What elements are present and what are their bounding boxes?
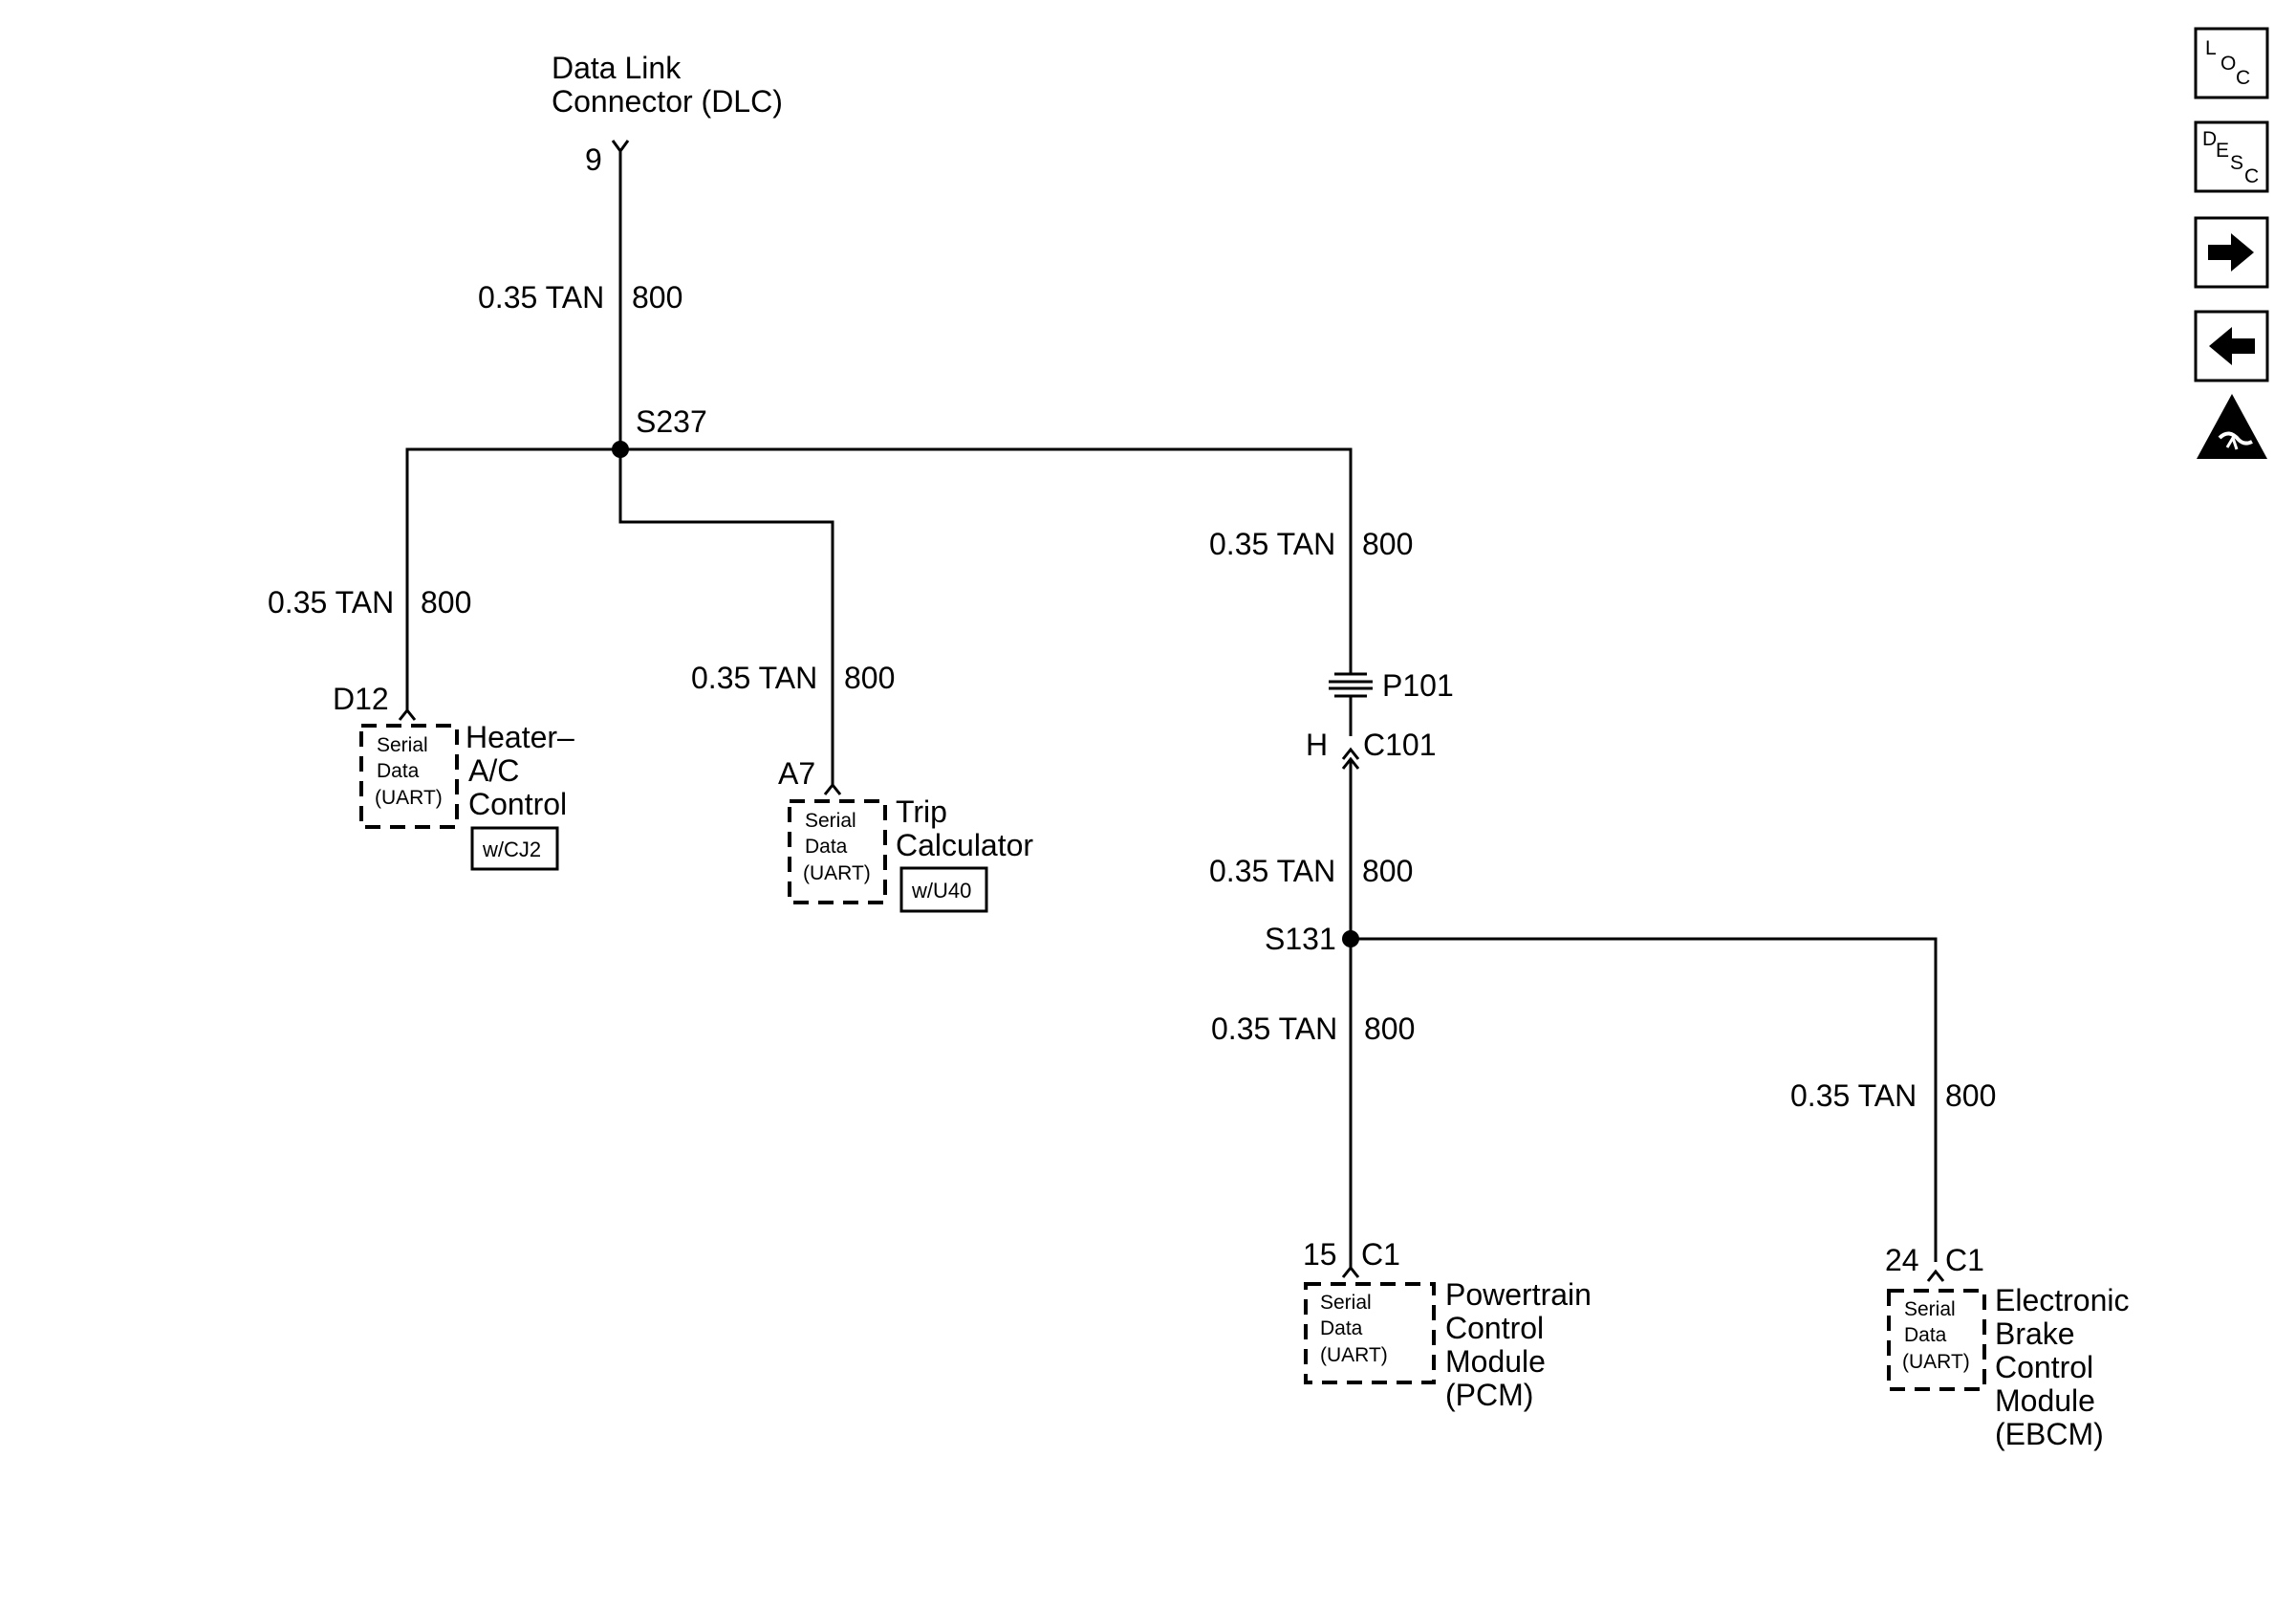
- heater-pin: D12: [333, 682, 389, 716]
- trip-option: w/U40: [911, 879, 971, 903]
- wire-bus-s237: [405, 447, 1353, 712]
- wire-size-label: 0.35 TAN: [1790, 1078, 1917, 1113]
- dlc-label-line2: Connector (DLC): [552, 84, 783, 119]
- pcm-pin: 15: [1303, 1237, 1337, 1272]
- heater-option: w/CJ2: [482, 838, 541, 861]
- serial-label-line2: Data: [1904, 1324, 1947, 1346]
- p101-passthrough-icon: [1329, 672, 1373, 698]
- serial-label-line1: Serial: [1904, 1298, 1956, 1320]
- circuit-label: 800: [1362, 854, 1413, 888]
- esd-warning-icon: [2197, 394, 2267, 459]
- pcm-name-line4: (PCM): [1445, 1378, 1533, 1412]
- pcm-name-line2: Control: [1445, 1311, 1544, 1345]
- desc-letter-d: D: [2202, 128, 2217, 150]
- right-arrow-icon: [2208, 233, 2254, 272]
- wire-size-label: 0.35 TAN: [268, 585, 394, 620]
- ebcm-name-line2: Brake: [1995, 1316, 2075, 1351]
- serial-label-line2: Data: [805, 836, 848, 858]
- ebcm-name-line3: Control: [1995, 1350, 2093, 1384]
- serial-label-line2: Data: [377, 760, 420, 782]
- wire-branch-trip: [618, 449, 834, 787]
- circuit-label: 800: [1362, 527, 1413, 561]
- heater-name-line1: Heater–: [466, 720, 574, 754]
- trip-terminal: [823, 782, 842, 795]
- pcm-serial-box: [1304, 1282, 1436, 1384]
- circuit-label: 800: [421, 585, 471, 620]
- serial-label-line3: (UART): [1320, 1344, 1388, 1366]
- splice-s237-label: S237: [636, 404, 707, 439]
- dlc-terminal: [611, 140, 630, 154]
- serial-label-line3: (UART): [803, 862, 871, 884]
- circuit-label: 800: [632, 280, 682, 315]
- wire-size-label: 0.35 TAN: [1209, 854, 1335, 888]
- c101-label: C101: [1363, 728, 1437, 762]
- wire-size-label: 0.35 TAN: [691, 661, 817, 695]
- circuit-label: 800: [844, 661, 895, 695]
- heater-name-line2: A/C: [468, 753, 519, 788]
- pcm-name-line1: Powertrain: [1445, 1277, 1592, 1312]
- desc-letter-e: E: [2216, 140, 2229, 162]
- pcm-terminal: [1341, 1265, 1360, 1278]
- serial-label-line1: Serial: [1320, 1292, 1372, 1314]
- pcm-name-line3: Module: [1445, 1344, 1546, 1379]
- desc-button[interactable]: D E S C: [2194, 120, 2269, 193]
- loc-letter-l: L: [2205, 37, 2217, 59]
- ebcm-terminal: [1926, 1269, 1945, 1282]
- heater-terminal: [398, 707, 417, 721]
- serial-label-line3: (UART): [375, 787, 443, 809]
- p101-label: P101: [1382, 668, 1454, 703]
- wire-size-label: 0.35 TAN: [1211, 1012, 1337, 1046]
- ebcm-connector: C1: [1945, 1243, 1984, 1277]
- serial-label-line1: Serial: [377, 734, 428, 756]
- ebcm-name-line1: Electronic: [1995, 1283, 2130, 1317]
- serial-label-line3: (UART): [1902, 1351, 1970, 1373]
- desc-letter-s: S: [2230, 152, 2243, 174]
- heater-option-box: [470, 826, 559, 871]
- trip-name-line2: Calculator: [896, 828, 1033, 862]
- wire-branch-ebcm: [1351, 937, 1938, 1262]
- c101-pin: H: [1306, 728, 1328, 762]
- forward-button[interactable]: [2194, 216, 2269, 289]
- back-button[interactable]: [2194, 310, 2269, 382]
- serial-label-line2: Data: [1320, 1317, 1363, 1339]
- wire-size-label: 0.35 TAN: [1209, 527, 1335, 561]
- serial-label-line1: Serial: [805, 810, 856, 832]
- circuit-label: 800: [1364, 1012, 1415, 1046]
- wire-size-label: 0.35 TAN: [478, 280, 604, 315]
- loc-letter-o: O: [2220, 53, 2236, 75]
- dlc-label-line1: Data Link: [552, 51, 682, 85]
- trip-pin: A7: [778, 756, 815, 791]
- desc-letter-c: C: [2244, 165, 2259, 187]
- loc-letter-c: C: [2236, 67, 2250, 89]
- pcm-connector: C1: [1361, 1237, 1400, 1272]
- dlc-pin: 9: [585, 142, 602, 177]
- ebcm-name-line5: (EBCM): [1995, 1417, 2104, 1451]
- left-arrow-icon: [2209, 327, 2255, 365]
- circuit-label: 800: [1945, 1078, 1996, 1113]
- trip-option-box: [899, 866, 988, 913]
- ebcm-pin: 24: [1885, 1243, 1919, 1277]
- trip-name-line1: Trip: [896, 794, 947, 829]
- ebcm-name-line4: Module: [1995, 1383, 2095, 1418]
- heater-name-line3: Control: [468, 787, 567, 821]
- splice-s131-label: S131: [1265, 922, 1336, 956]
- loc-button[interactable]: L O C: [2194, 27, 2269, 99]
